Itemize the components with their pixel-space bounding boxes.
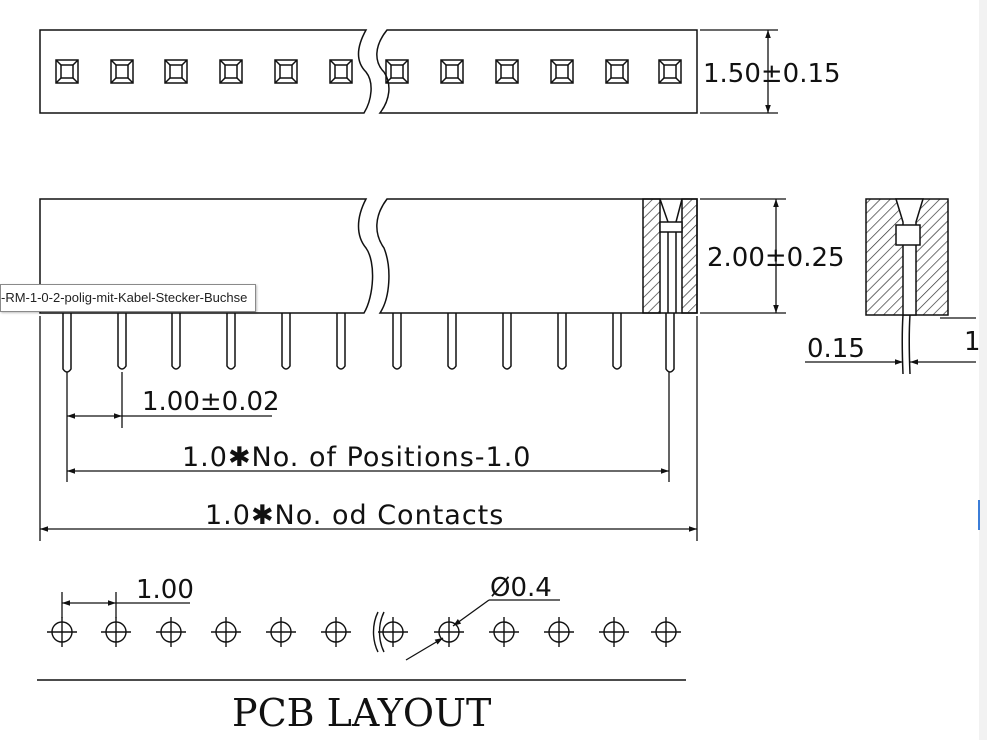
contact-opening bbox=[219, 59, 243, 84]
side-pin bbox=[901, 314, 911, 375]
contact-pin bbox=[62, 313, 72, 373]
contact-opening bbox=[550, 59, 574, 84]
pcb-hole bbox=[101, 617, 131, 647]
pcb-hole bbox=[266, 617, 296, 647]
hole-diameter-dimension bbox=[405, 599, 560, 661]
pcb-hole bbox=[434, 617, 464, 647]
pcb-hole bbox=[321, 617, 351, 647]
top-height-dimension bbox=[700, 29, 778, 114]
pitch-dimension bbox=[66, 372, 272, 482]
contact-opening bbox=[658, 59, 682, 84]
pcb-break-mark bbox=[372, 611, 385, 653]
contact-opening bbox=[110, 59, 134, 84]
contact-opening bbox=[274, 59, 298, 84]
body-height-label: 2.00±0.25 bbox=[707, 243, 845, 273]
contact-pin bbox=[502, 313, 512, 370]
contact-openings bbox=[55, 59, 682, 84]
contact-pins bbox=[62, 313, 675, 373]
contact-opening bbox=[605, 59, 629, 84]
contact-pin bbox=[117, 313, 127, 370]
contact-opening bbox=[495, 59, 519, 84]
pcb-pitch-dimension bbox=[61, 592, 190, 618]
section-hatch-right bbox=[681, 198, 698, 314]
edge-marker bbox=[978, 500, 980, 530]
pin-thickness-label: 0.15 bbox=[807, 334, 865, 364]
contact-pin bbox=[281, 313, 291, 370]
pcb-hole bbox=[599, 617, 629, 647]
pcb-hole bbox=[378, 617, 408, 647]
top-view-outline-right bbox=[376, 29, 698, 114]
contact-pin bbox=[665, 313, 675, 373]
contact-pin bbox=[226, 313, 236, 370]
side-section-view bbox=[865, 198, 949, 375]
top-view-outline-left bbox=[39, 29, 372, 114]
body-height-dimension bbox=[700, 198, 786, 314]
contact-pin bbox=[557, 313, 567, 370]
pcb-hole bbox=[47, 617, 77, 647]
contact-pin bbox=[612, 313, 622, 370]
positions-span-dimension bbox=[67, 372, 670, 482]
partial-dimension-label: 1 bbox=[964, 327, 981, 357]
window-edge bbox=[979, 0, 987, 740]
contact-pin bbox=[392, 313, 402, 370]
tooltip: -RM-1-0-2-polig-mit-Kabel-Stecker-Buchse bbox=[0, 284, 257, 312]
contact-opening bbox=[385, 59, 409, 84]
pcb-hole bbox=[156, 617, 186, 647]
pcb-hole bbox=[489, 617, 519, 647]
contact-pin bbox=[336, 313, 346, 370]
pcb-hole-pattern bbox=[47, 617, 681, 647]
pcb-layout-title: PCB LAYOUT bbox=[232, 691, 491, 735]
contact-opening bbox=[164, 59, 188, 84]
contact-pin bbox=[447, 313, 457, 370]
positions-span-label: 1.0✱No. of Positions-1.0 bbox=[182, 442, 531, 473]
contact-opening bbox=[329, 59, 353, 84]
contact-pin bbox=[171, 313, 181, 370]
top-view bbox=[39, 29, 698, 114]
contact-opening bbox=[440, 59, 464, 84]
front-body-right bbox=[376, 198, 698, 314]
contacts-span-dimension bbox=[39, 316, 698, 541]
pitch-label: 1.00±0.02 bbox=[142, 387, 280, 417]
pcb-hole bbox=[651, 617, 681, 647]
pcb-pitch-label: 1.00 bbox=[136, 575, 194, 605]
section-hatch-left bbox=[642, 198, 661, 314]
top-height-label: 1.50±0.15 bbox=[703, 59, 841, 89]
pcb-hole bbox=[544, 617, 574, 647]
pin-thickness-dimension bbox=[805, 317, 976, 365]
contact-opening bbox=[55, 59, 79, 84]
contacts-span-label: 1.0✱No. od Contacts bbox=[205, 500, 504, 531]
hole-diameter-label: Ø0.4 bbox=[490, 573, 552, 603]
pcb-hole bbox=[211, 617, 241, 647]
